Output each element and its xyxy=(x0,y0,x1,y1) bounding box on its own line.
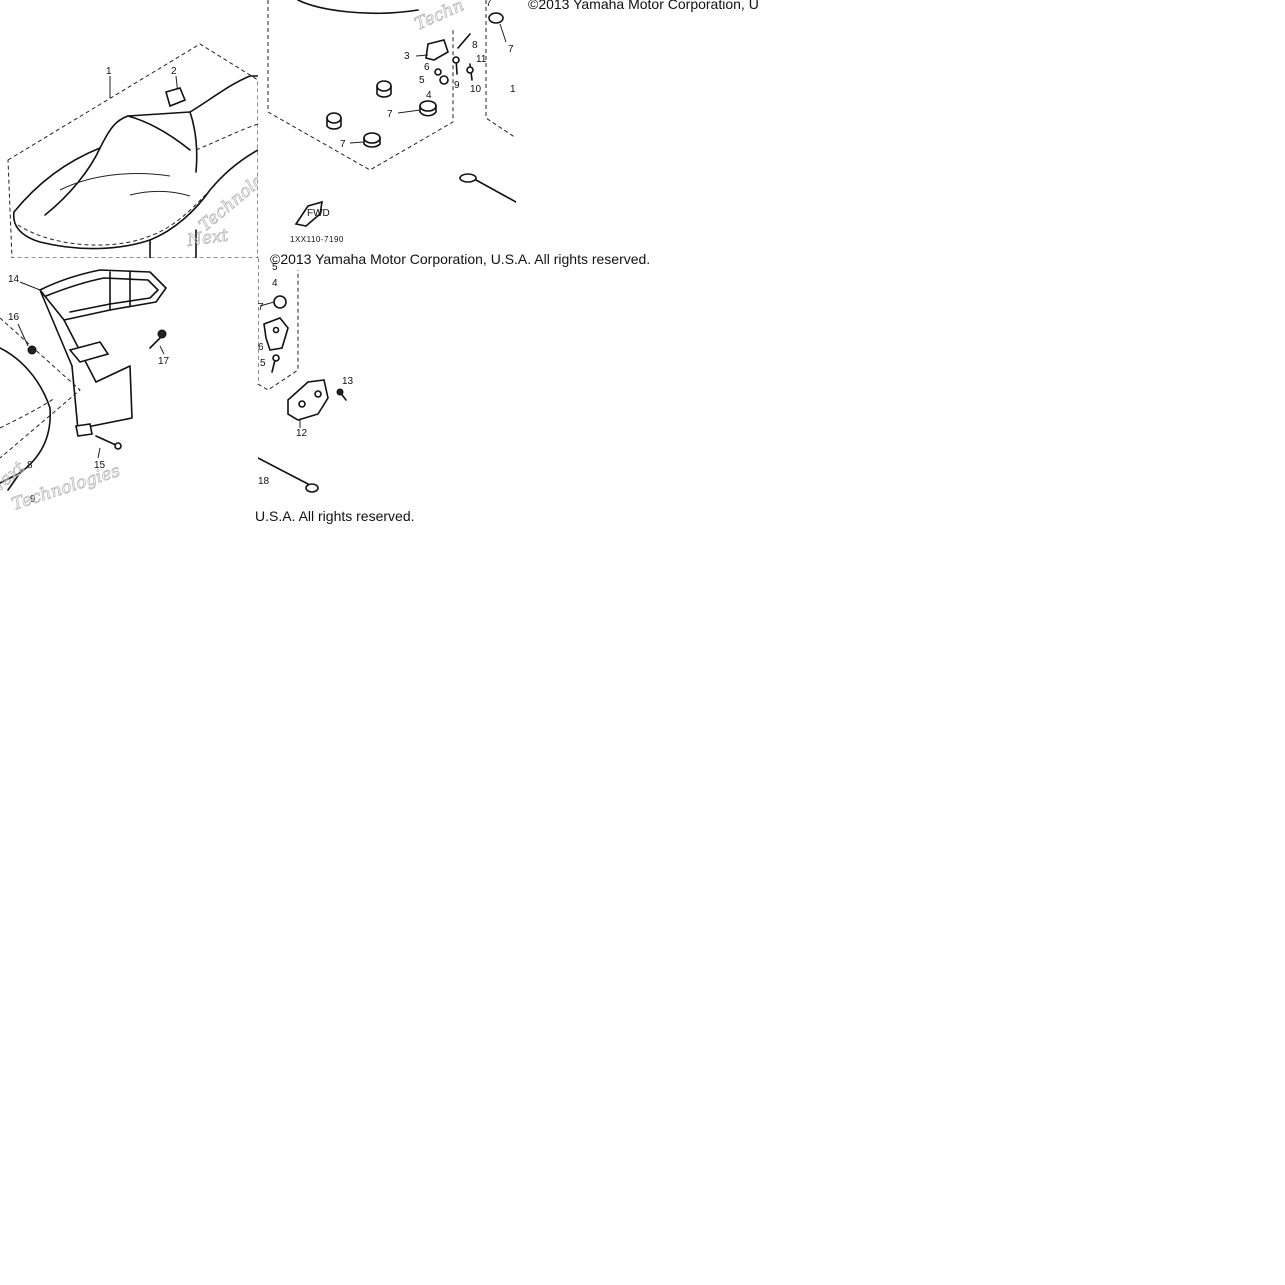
seat-diagram-tile: 1 2 Next Technologies xyxy=(0,0,258,258)
watermark-techn: Techn xyxy=(412,0,467,35)
callout-1-right: 1 xyxy=(510,84,516,95)
callout-7a: 7 xyxy=(387,109,393,120)
callout-4: 4 xyxy=(426,90,432,101)
callout-7-lock: 7 xyxy=(258,302,264,313)
seat-lock-diagram-tile: 5 4 7 6 5 12 13 18 xyxy=(258,258,516,516)
seat-hinge-diagram-tile: Techn 3 4 5 6 7 7 7 7 8 9 10 11 xyxy=(258,0,516,258)
callout-4-lock: 4 xyxy=(272,278,278,289)
callout-8: 8 xyxy=(472,40,478,51)
callout-8-rack: 8 xyxy=(27,460,33,471)
callout-9-rack: 9 xyxy=(30,494,36,505)
watermark-technologies: Technologies xyxy=(195,148,258,236)
callout-13: 13 xyxy=(342,376,354,387)
fwd-label: FWD xyxy=(307,208,330,219)
callout-7c: 7 xyxy=(508,44,514,55)
callout-2: 2 xyxy=(171,66,177,77)
callout-10: 10 xyxy=(470,84,482,95)
callout-16: 16 xyxy=(8,312,20,323)
diagram-code: 1XX110-7190 xyxy=(290,235,344,244)
callout-7d: 7 xyxy=(486,0,492,9)
callout-6: 6 xyxy=(424,62,430,73)
callout-6-lock: 6 xyxy=(258,342,264,353)
callout-3: 3 xyxy=(404,51,410,62)
callout-9: 9 xyxy=(454,80,460,91)
copyright-text-middle: ©2013 Yamaha Motor Corporation, U.S.A. A… xyxy=(270,251,651,267)
copyright-text-top: ©2013 Yamaha Motor Corporation, U xyxy=(528,0,759,12)
callout-14: 14 xyxy=(8,274,20,285)
callout-11: 11 xyxy=(476,54,487,65)
callout-12: 12 xyxy=(296,428,308,439)
callout-1: 1 xyxy=(106,66,112,77)
copyright-text-bottom: U.S.A. All rights reserved. xyxy=(255,508,415,524)
rear-carrier-diagram-tile: 15 17 16 14 9 8 Technologies Next xyxy=(0,258,258,516)
callout-5b-lock: 5 xyxy=(260,358,266,369)
callout-5-lock: 5 xyxy=(272,262,278,273)
callout-18: 18 xyxy=(258,476,270,487)
callout-7b: 7 xyxy=(340,139,346,150)
callout-17: 17 xyxy=(158,356,170,367)
callout-15: 15 xyxy=(94,460,106,471)
callout-5: 5 xyxy=(419,75,425,86)
